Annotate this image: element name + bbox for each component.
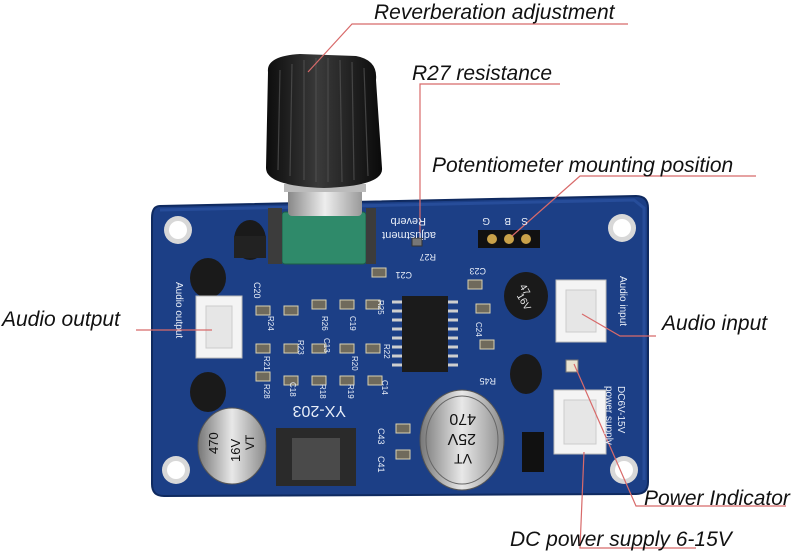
cap-big-mark: VT — [454, 451, 472, 467]
silk-ref-c41: C41 — [376, 456, 386, 473]
silk-pin-b: B — [504, 215, 511, 226]
cap-left-mark: VT — [243, 434, 257, 450]
silk-ref-r23: R23 — [296, 340, 305, 355]
silk-ref-r24: R24 — [266, 316, 275, 331]
silk-ref-r21: R21 — [262, 356, 271, 371]
silk-ref-c18: C18 — [288, 382, 297, 397]
silk-audio-output: Audio output — [173, 282, 184, 338]
silk-ref-r27: R27 — [419, 252, 436, 262]
silk-ref-r25: R25 — [376, 300, 385, 315]
callout-lines — [136, 23, 786, 549]
small-capacitor-47 — [504, 272, 548, 320]
power-connector — [553, 389, 607, 455]
silk-adjustment: adjustment — [382, 229, 436, 241]
silkscreen: YX-203 Reverb adjustment Audio output Au… — [173, 215, 628, 473]
smd-components — [255, 267, 495, 460]
silk-ref-c24: C24 — [474, 322, 483, 337]
silk-ref-r22: R22 — [382, 344, 391, 359]
black-component — [522, 432, 544, 472]
cap-big-value: 470 — [449, 410, 476, 427]
silk-ref-c43: C43 — [376, 428, 386, 445]
audio-output-connector — [195, 295, 243, 359]
silk-ref-r45: R45 — [479, 376, 496, 386]
label-potentiometer-mounting-position: Potentiometer mounting position — [432, 154, 734, 177]
r27-resistor — [411, 237, 423, 247]
silk-dc-voltage: DC6V-15V — [615, 386, 626, 434]
silk-ref-r28: R28 — [262, 384, 271, 399]
silk-pin-g: G — [482, 215, 490, 226]
silk-audio-input: Audio input — [617, 276, 628, 326]
small-capacitor-left-bottom — [190, 372, 226, 412]
silk-ref-c20: C20 — [252, 282, 262, 299]
silk-model: YX-203 — [293, 402, 346, 419]
silk-pin-s: S — [521, 215, 528, 226]
label-reverberation-adjustment: Reverberation adjustment — [374, 1, 615, 24]
label-power-indicator: Power Indicator — [644, 487, 790, 510]
silk-reverb: Reverb — [391, 215, 426, 227]
silk-ref-c23: C23 — [469, 266, 486, 276]
label-audio-input: Audio input — [662, 312, 768, 335]
ic-chip — [392, 296, 458, 372]
label-dc-power-supply: DC power supply 6-15V — [510, 528, 732, 551]
pin-header — [478, 230, 540, 248]
silk-ref-c21: C21 — [395, 270, 412, 280]
silk-ref-c13: C13 — [322, 338, 331, 353]
silk-power-supply: power supply — [603, 386, 614, 445]
small-capacitor-top — [234, 220, 266, 260]
large-capacitor-470-25v — [419, 389, 505, 491]
voltage-regulator — [276, 428, 356, 486]
large-capacitor-470-16v — [197, 407, 267, 485]
cap-left-value: 470 — [206, 432, 221, 454]
cap-small-value: 47 — [517, 282, 532, 298]
small-capacitor-left-top — [190, 258, 226, 298]
label-r27-resistance: R27 resistance — [412, 62, 553, 85]
cap-left-voltage: 16V — [228, 439, 243, 462]
power-indicator-led — [565, 359, 579, 373]
silk-ref-c14: C14 — [380, 380, 389, 395]
silk-ref-r20: R20 — [350, 356, 359, 371]
silk-ref-c19: C19 — [348, 316, 357, 331]
capacitor-markings: 470 25V VT 470 16V VT — [206, 410, 476, 467]
silk-ref-r18: R18 — [318, 384, 327, 399]
cap-big-voltage: 25V — [447, 430, 476, 447]
potentiometer-body — [281, 211, 367, 265]
small-capacitor-right — [510, 354, 542, 394]
label-audio-output: Audio output — [2, 308, 120, 331]
silk-ref-r26: R26 — [320, 316, 329, 331]
audio-input-connector — [555, 279, 607, 343]
silk-ref-r19: R19 — [346, 384, 355, 399]
